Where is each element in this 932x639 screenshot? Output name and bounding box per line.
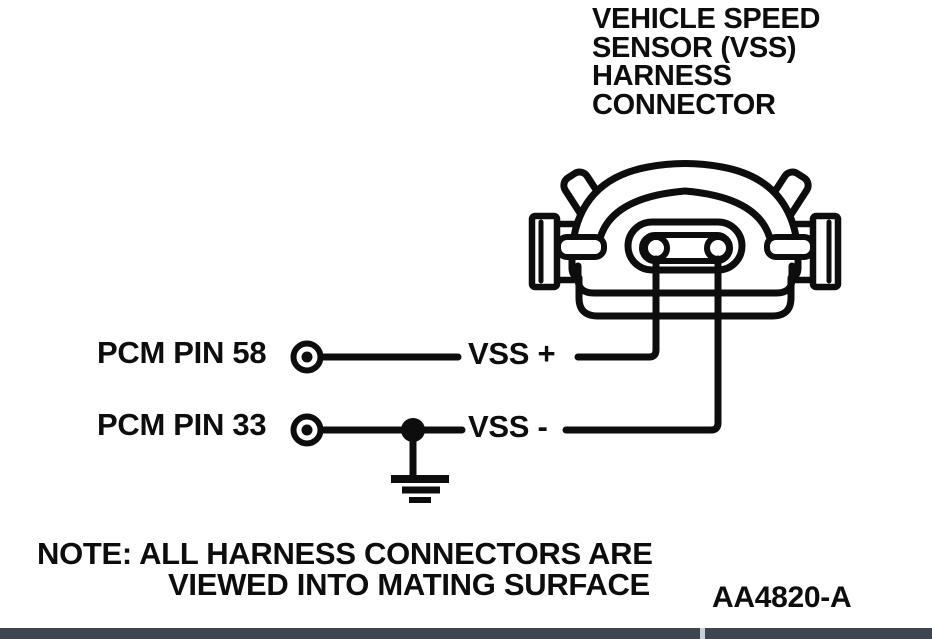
vss-minus-label: VSS -	[468, 409, 548, 444]
bottom-bar	[0, 628, 932, 639]
connector-skirt	[574, 262, 796, 297]
pcm-pin-33-label: PCM PIN 33	[97, 407, 267, 442]
connector-wing-bridges	[552, 220, 818, 284]
ground-icon	[391, 430, 449, 503]
vss-plus-label: VSS +	[468, 336, 556, 371]
pcm-pin-33-terminal-icon	[290, 413, 324, 447]
connector-inner-dome	[594, 187, 776, 254]
pcm-pin-58-label: PCM PIN 58	[97, 335, 267, 370]
diagram-title-line: SENSOR (VSS)	[592, 31, 797, 64]
connector-wing-left	[528, 212, 561, 291]
connector-wing-edges	[538, 219, 832, 284]
connector-slot-left	[555, 234, 607, 260]
bottom-bar-divider	[700, 628, 705, 639]
diagram-title: VEHICLE SPEED SENSOR (VSS) HARNESS CONNE…	[592, 5, 820, 119]
note-line-2: VIEWED INTO MATING SURFACE	[168, 567, 650, 602]
connector-slot-right	[764, 234, 816, 260]
note-line-1: NOTE: ALL HARNESS CONNECTORS ARE	[37, 536, 653, 571]
vss-minus-wire	[320, 255, 722, 434]
vss-plus-wire	[320, 255, 660, 361]
diagram-title-line: HARNESS	[592, 60, 732, 92]
diagram-title-line: CONNECTOR	[592, 88, 776, 121]
connector-wing-right	[809, 212, 842, 291]
diagram-title-line: VEHICLE SPEED	[592, 3, 821, 35]
pcm-pin-58-terminal-icon	[290, 340, 324, 374]
figure-code: AA4820-A	[712, 581, 852, 614]
